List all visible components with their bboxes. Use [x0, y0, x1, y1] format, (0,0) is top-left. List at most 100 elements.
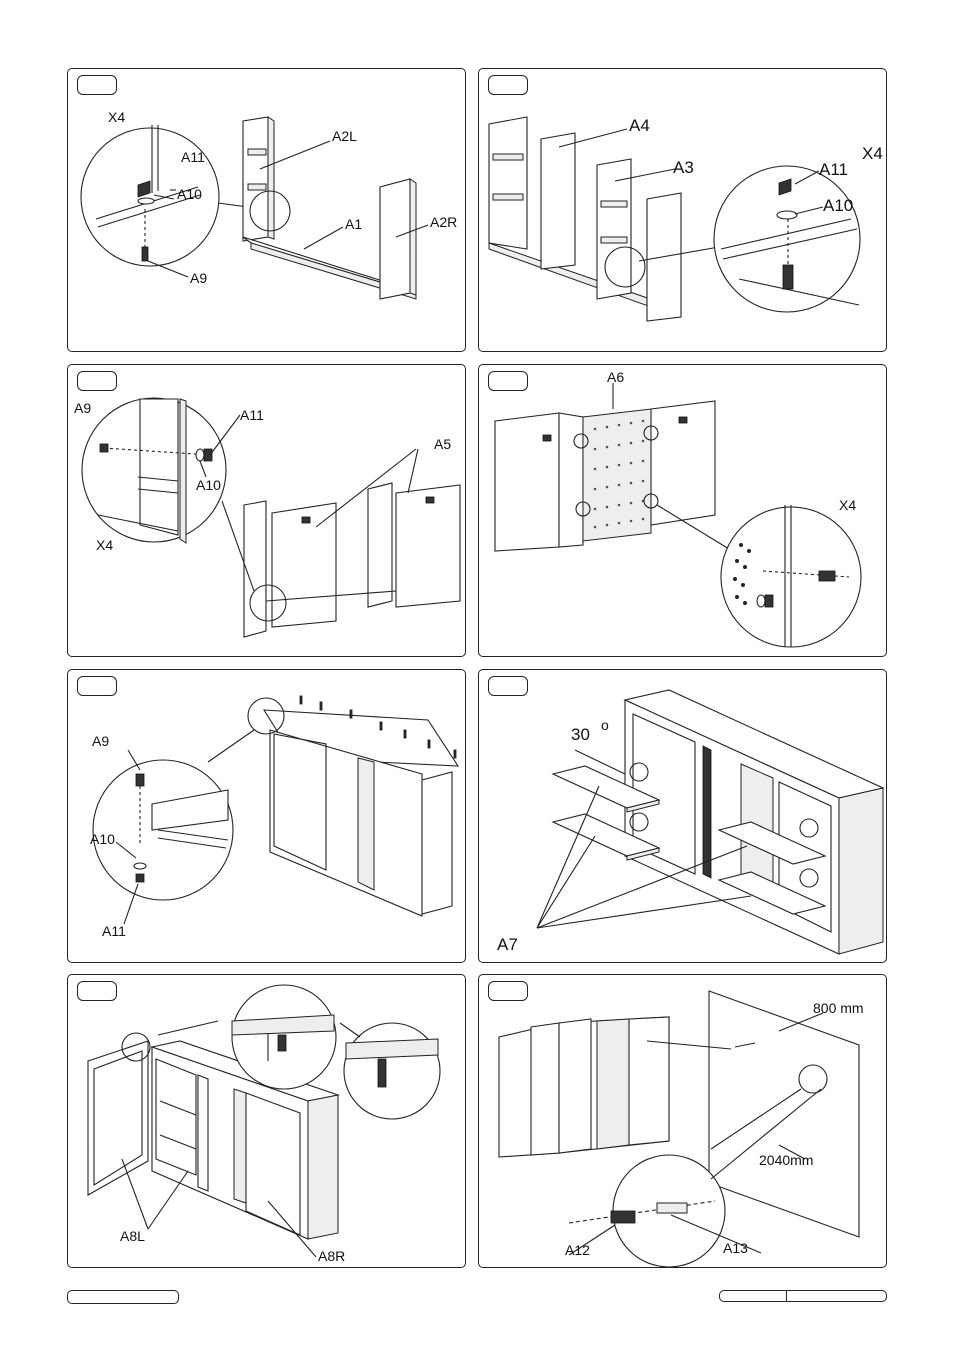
back-panel-label: A5: [434, 436, 451, 452]
right-side-panel: [379, 178, 411, 300]
wall-plug-icon: [656, 1202, 688, 1214]
washer-label: A10: [177, 186, 202, 202]
washer-icon: [776, 210, 798, 220]
bolt-icon: [782, 264, 794, 290]
divider-panel: [596, 158, 632, 300]
washer-icon: [195, 448, 205, 462]
hinge-closed-detail-circle: [343, 1022, 441, 1120]
washer-label: A10: [196, 477, 221, 493]
qty-label: X4: [839, 497, 856, 513]
pegboard-panel: [582, 408, 652, 542]
detail-circle: [80, 127, 220, 267]
right-door: [245, 1092, 301, 1236]
assembly-diagram-wall-mount: 800 mm 2040mm A12 A13: [498, 990, 864, 1267]
detail-circle: [713, 165, 861, 313]
screw-icon: [610, 1210, 636, 1224]
back-panel-left: [271, 502, 337, 628]
washer-label: A10: [823, 196, 853, 215]
plug-label: A13: [723, 1240, 748, 1256]
nut-icon: [203, 448, 213, 462]
washer-label: A10: [90, 831, 115, 847]
assembly-diagram-doors: A8L A8R: [87, 984, 441, 1264]
assembly-diagram-top-panel: A9 A10 A11: [90, 695, 460, 939]
left-side-panel: [242, 116, 269, 242]
step-panel-4: A6 X4: [478, 364, 887, 657]
step-panel-5: A9 A10 A11: [67, 669, 466, 963]
assembly-diagram-back-panels: A9 A11 A10 X4 A5: [74, 397, 461, 638]
step-panel-3: A9 A11 A10 X4 A5: [67, 364, 466, 657]
shelf-4: [717, 871, 827, 915]
assembly-diagram-base-sides: X4 A11 A10 A9 A2L A1 A2R: [80, 109, 457, 300]
bolt-label: A9: [74, 400, 91, 416]
footer-right-box: [719, 1290, 887, 1302]
step-panel-6: 30 o A7: [478, 669, 887, 963]
step-panel-8: 800 mm 2040mm A12 A13: [478, 974, 887, 1268]
left-door-label: A8L: [120, 1228, 145, 1244]
bolt-icon: [141, 246, 149, 262]
right-door-label: A8R: [318, 1248, 345, 1264]
qty-label: X4: [108, 109, 125, 125]
bolt-label: A9: [190, 270, 207, 286]
nut-icon: [137, 180, 151, 198]
nut-icon: [135, 873, 145, 883]
screw-markers: [299, 695, 457, 759]
back-panel-right: [395, 484, 461, 608]
step-number-badge: [77, 676, 117, 696]
qty-label: X4: [96, 537, 113, 553]
nut-label: A11: [181, 149, 205, 165]
step-number-badge: [77, 371, 117, 391]
qty-label: X4: [862, 144, 883, 163]
washer-icon: [133, 862, 147, 870]
pegboard-section: [596, 1018, 630, 1150]
bolt-label: A9: [92, 733, 109, 749]
shelf-3: [717, 821, 827, 865]
step-panel-2: A4 A3 X4 A11 A10: [478, 68, 887, 352]
shelf-label: A7: [497, 935, 518, 954]
callout-circle: [247, 697, 285, 735]
washer-icon: [756, 594, 766, 608]
step-panel-7: A8L A8R: [67, 974, 466, 1268]
wall: [708, 990, 860, 1238]
screw-label: A12: [565, 1242, 590, 1258]
nut-icon: [778, 178, 792, 196]
nut-icon: [764, 594, 774, 608]
step-number-badge: [488, 75, 528, 95]
assembly-diagram-pegboard: A6 X4: [494, 369, 862, 648]
callout-circle: [121, 1032, 151, 1062]
step-number-badge: [77, 75, 117, 95]
nut-label: A11: [819, 160, 848, 179]
divider-label: A3: [673, 158, 694, 177]
callout-circle: [604, 246, 646, 288]
assembly-diagram-shelves: 30 o A7: [497, 689, 885, 955]
washer-icon: [137, 197, 155, 205]
nut-label: A11: [102, 923, 126, 939]
nut-label: A11: [240, 407, 264, 423]
step-panel-1: X4 A11 A10 A9 A2L A1 A2R: [67, 68, 466, 352]
partition-label: A4: [629, 116, 650, 135]
pegboard-label: A6: [607, 369, 624, 385]
bolt-icon: [818, 570, 836, 582]
step-number-badge: [488, 676, 528, 696]
left-side-label: A2L: [332, 128, 357, 144]
height-top-label: 800 mm: [813, 1000, 864, 1016]
callout-circle: [798, 1064, 828, 1094]
bolt-icon: [135, 773, 145, 787]
step-number-badge: [77, 981, 117, 1001]
footer-left-box: [67, 1290, 179, 1304]
degree-mark: o: [601, 717, 609, 733]
step-number-badge: [488, 371, 528, 391]
height-floor-label: 2040mm: [759, 1152, 813, 1168]
detail-circle: [92, 759, 234, 901]
bolt-icon: [99, 443, 109, 453]
callout-circle: [249, 584, 287, 622]
assembly-diagram-partitions: A4 A3 X4 A11 A10: [488, 116, 883, 322]
footer-divider: [786, 1291, 787, 1301]
angle-label: 30: [571, 725, 590, 744]
pegboard-holes: [593, 419, 645, 529]
base-label: A1: [345, 216, 362, 232]
step-number-badge: [488, 981, 528, 1001]
left-door: [87, 1040, 149, 1196]
partition-panel: [540, 132, 576, 270]
right-side-label: A2R: [430, 214, 457, 230]
callout-circle: [249, 190, 291, 232]
